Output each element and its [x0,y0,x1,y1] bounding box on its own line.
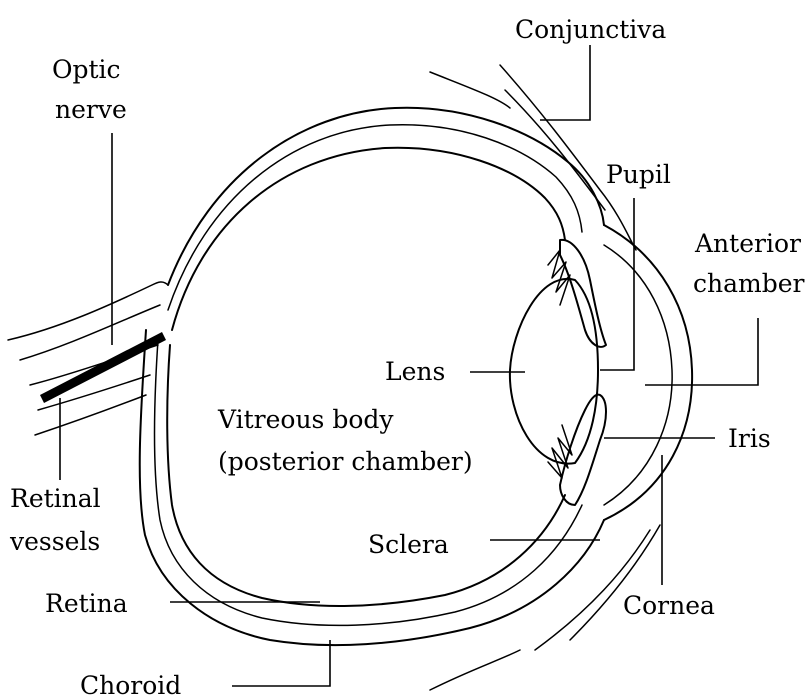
cornea-outline [604,225,692,520]
conjunctiva-upper-sheath [500,65,636,250]
iris-upper [560,240,606,347]
conjunctiva-leader [540,45,590,120]
conjunctiva-lower-fold [535,530,650,650]
cornea-label: Cornea [623,591,715,620]
conjunctiva-label: Conjunctiva [515,15,666,44]
retinal-vessels-label-line1: Retinal [10,484,101,513]
conjunctiva-lower-fold-2 [570,525,660,640]
conjunctiva-upper-fold [430,72,510,108]
ciliary-body-lower [548,425,572,478]
pupil-label: Pupil [606,160,671,189]
anterior-chamber-label-line1: Anterior [694,229,801,258]
conjunctiva-lower-lid [430,650,520,690]
sclera-outline [168,108,604,285]
optic-nerve-label-line2: nerve [55,95,127,124]
optic-nerve-label-line1: Optic [52,55,121,84]
vitreous-body-label-line2: (posterior chamber) [218,447,473,476]
retina-label: Retina [45,589,128,618]
iris-label: Iris [728,424,771,453]
choroid-outline-lower [155,340,583,625]
retinal-vessels-label-line2: vessels [9,527,100,556]
sclera-outline-lower [140,330,604,645]
lens-label: Lens [385,357,445,386]
optic-nerve-lower-sheath [35,395,146,435]
ciliary-body-upper [548,250,570,305]
retinal-vessels-band [40,332,166,403]
anterior-chamber-label-line2: chamber [693,269,805,298]
choroid-outline [168,125,582,310]
choroid-leader [232,640,330,686]
sclera-label: Sclera [368,530,449,559]
vitreous-body-label-line1: Vitreous body [217,405,394,434]
anterior-chamber-leader [645,318,758,385]
choroid-label: Choroid [80,671,181,698]
retina-outline [172,148,565,330]
